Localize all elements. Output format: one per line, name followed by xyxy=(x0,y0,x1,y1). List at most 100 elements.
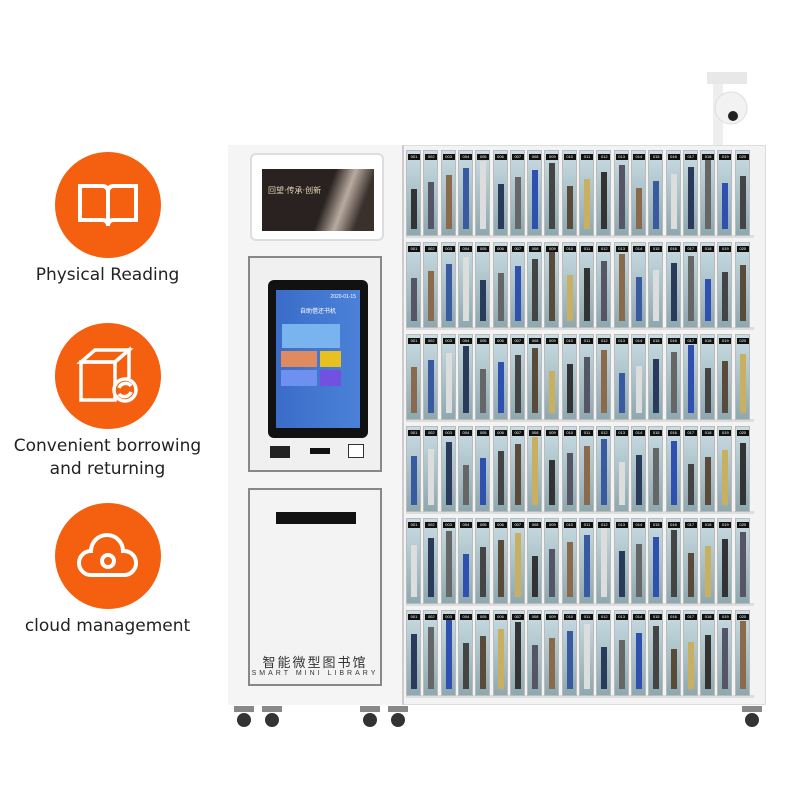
locker-door[interactable]: 005 xyxy=(475,242,491,328)
locker-door[interactable]: 009 xyxy=(544,242,560,328)
locker-door[interactable]: 009 xyxy=(544,610,560,696)
locker-door[interactable]: 003 xyxy=(440,242,456,328)
locker-door[interactable]: 013 xyxy=(613,150,629,236)
locker-door[interactable]: 007 xyxy=(509,426,525,512)
locker-door[interactable]: 017 xyxy=(682,426,698,512)
locker-door[interactable]: 007 xyxy=(509,610,525,696)
locker-door[interactable]: 010 xyxy=(561,150,577,236)
locker-door[interactable]: 004 xyxy=(457,334,473,420)
locker-door[interactable]: 011 xyxy=(579,518,594,604)
locker-door[interactable]: 012 xyxy=(596,242,612,328)
tile-face[interactable] xyxy=(320,370,341,386)
locker-door[interactable]: 016 xyxy=(665,150,681,236)
tile-query[interactable] xyxy=(281,370,317,386)
locker-door[interactable]: 003 xyxy=(440,610,456,696)
locker-door[interactable]: 006 xyxy=(492,150,508,236)
locker-door[interactable]: 007 xyxy=(509,518,525,604)
tile-renew[interactable] xyxy=(320,351,341,367)
locker-door[interactable]: 010 xyxy=(561,518,577,604)
locker-door[interactable]: 005 xyxy=(475,610,491,696)
locker-door[interactable]: 016 xyxy=(665,334,681,420)
locker-door[interactable]: 014 xyxy=(630,150,646,236)
locker-door[interactable]: 002 xyxy=(423,242,439,328)
locker-door[interactable]: 020 xyxy=(734,334,750,420)
locker-door[interactable]: 002 xyxy=(423,150,439,236)
locker-door[interactable]: 015 xyxy=(648,150,664,236)
locker-door[interactable]: 011 xyxy=(579,242,594,328)
locker-door[interactable]: 015 xyxy=(648,426,664,512)
locker-door[interactable]: 014 xyxy=(630,610,646,696)
locker-door[interactable]: 003 xyxy=(440,426,456,512)
locker-door[interactable]: 010 xyxy=(561,334,577,420)
locker-door[interactable]: 009 xyxy=(544,426,560,512)
locker-door[interactable]: 018 xyxy=(700,150,716,236)
locker-door[interactable]: 001 xyxy=(406,518,421,604)
locker-door[interactable]: 003 xyxy=(440,334,456,420)
locker-door[interactable]: 005 xyxy=(475,334,491,420)
locker-door[interactable]: 020 xyxy=(734,426,750,512)
locker-door[interactable]: 006 xyxy=(492,334,508,420)
locker-door[interactable]: 018 xyxy=(700,334,716,420)
locker-door[interactable]: 015 xyxy=(648,610,664,696)
locker-door[interactable]: 005 xyxy=(475,518,491,604)
locker-door[interactable]: 002 xyxy=(423,426,439,512)
locker-door[interactable]: 001 xyxy=(406,242,421,328)
locker-door[interactable]: 001 xyxy=(406,610,421,696)
locker-door[interactable]: 017 xyxy=(682,334,698,420)
locker-door[interactable]: 016 xyxy=(665,242,681,328)
locker-door[interactable]: 014 xyxy=(630,518,646,604)
locker-door[interactable]: 011 xyxy=(579,150,594,236)
locker-door[interactable]: 002 xyxy=(423,518,439,604)
locker-door[interactable]: 012 xyxy=(596,610,612,696)
locker-door[interactable]: 018 xyxy=(700,426,716,512)
locker-door[interactable]: 018 xyxy=(700,518,716,604)
locker-door[interactable]: 007 xyxy=(509,150,525,236)
locker-door[interactable]: 020 xyxy=(734,150,750,236)
locker-door[interactable]: 006 xyxy=(492,610,508,696)
locker-door[interactable]: 008 xyxy=(527,242,543,328)
locker-door[interactable]: 017 xyxy=(682,518,698,604)
locker-door[interactable]: 004 xyxy=(457,242,473,328)
locker-door[interactable]: 011 xyxy=(579,610,594,696)
locker-door[interactable]: 005 xyxy=(475,150,491,236)
locker-door[interactable]: 004 xyxy=(457,150,473,236)
book-return-slot[interactable] xyxy=(276,512,356,524)
locker-door[interactable]: 008 xyxy=(527,334,543,420)
locker-door[interactable]: 006 xyxy=(492,518,508,604)
locker-door[interactable]: 020 xyxy=(734,242,750,328)
locker-door[interactable]: 020 xyxy=(734,518,750,604)
locker-door[interactable]: 006 xyxy=(492,242,508,328)
locker-door[interactable]: 013 xyxy=(613,334,629,420)
locker-door[interactable]: 008 xyxy=(527,518,543,604)
locker-door[interactable]: 017 xyxy=(682,150,698,236)
locker-door[interactable]: 019 xyxy=(717,334,733,420)
locker-door[interactable]: 007 xyxy=(509,334,525,420)
locker-door[interactable]: 009 xyxy=(544,334,560,420)
locker-door[interactable]: 010 xyxy=(561,426,577,512)
locker-door[interactable]: 009 xyxy=(544,150,560,236)
locker-door[interactable]: 011 xyxy=(579,334,594,420)
locker-door[interactable]: 010 xyxy=(561,610,577,696)
locker-door[interactable]: 008 xyxy=(527,610,543,696)
locker-door[interactable]: 008 xyxy=(527,150,543,236)
locker-door[interactable]: 013 xyxy=(613,518,629,604)
locker-door[interactable]: 012 xyxy=(596,426,612,512)
locker-door[interactable]: 017 xyxy=(682,242,698,328)
locker-door[interactable]: 020 xyxy=(734,610,750,696)
locker-door[interactable]: 001 xyxy=(406,334,421,420)
locker-door[interactable]: 009 xyxy=(544,518,560,604)
locker-door[interactable]: 019 xyxy=(717,150,733,236)
locker-door[interactable]: 014 xyxy=(630,242,646,328)
locker-door[interactable]: 005 xyxy=(475,426,491,512)
locker-door[interactable]: 002 xyxy=(423,610,439,696)
tile-borrow[interactable] xyxy=(282,324,340,348)
locker-door[interactable]: 015 xyxy=(648,242,664,328)
locker-door[interactable]: 013 xyxy=(613,610,629,696)
locker-door[interactable]: 014 xyxy=(630,426,646,512)
locker-door[interactable]: 016 xyxy=(665,426,681,512)
locker-door[interactable]: 018 xyxy=(700,610,716,696)
locker-door[interactable]: 013 xyxy=(613,426,629,512)
locker-door[interactable]: 006 xyxy=(492,426,508,512)
locker-door[interactable]: 010 xyxy=(561,242,577,328)
locker-door[interactable]: 019 xyxy=(717,518,733,604)
